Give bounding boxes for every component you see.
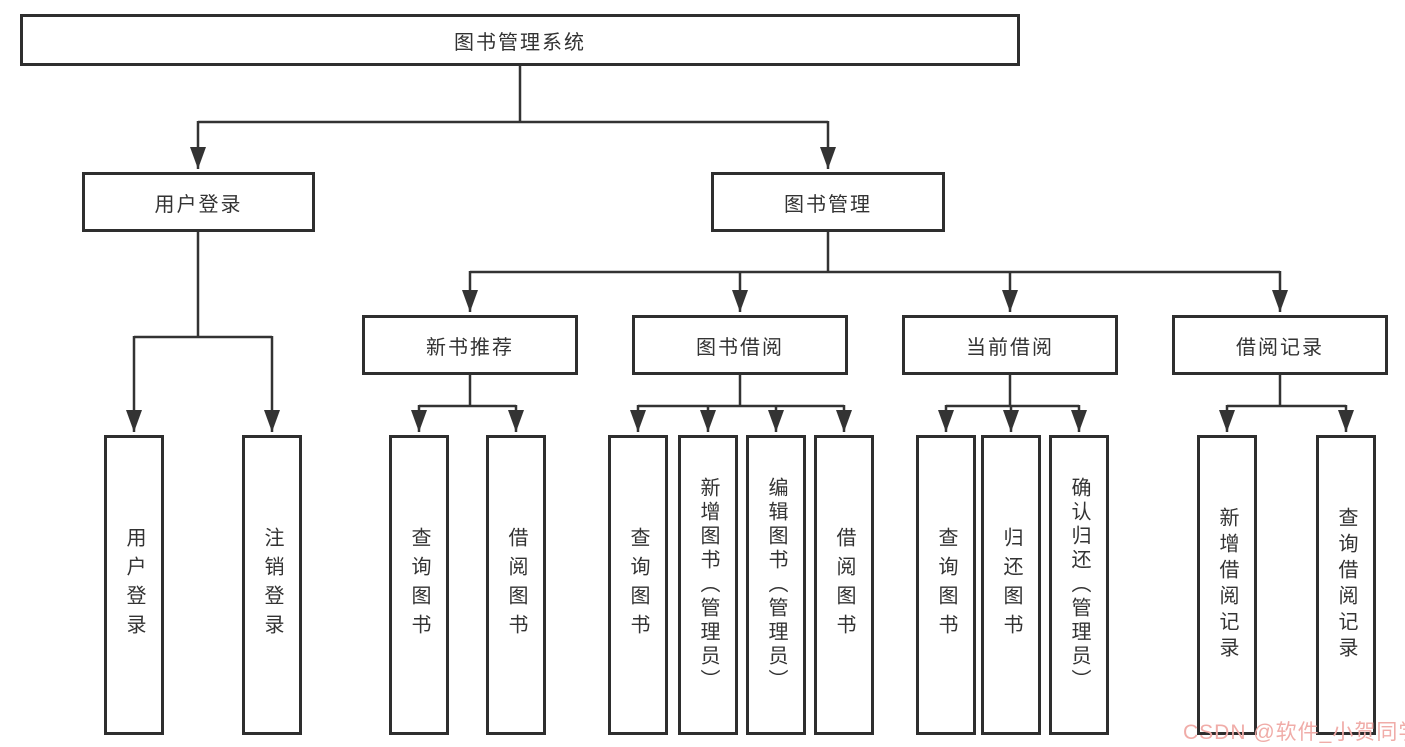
node-book-borrow: 图书借阅 xyxy=(632,315,848,375)
node-book-management: 图书管理 xyxy=(711,172,945,232)
leaf-query-books-borrow: 查询图书 xyxy=(608,435,668,735)
csdn-watermark: CSDN @软件_小贺同学 xyxy=(1183,721,1405,744)
leaf-add-borrow-record: 新增借阅记录 xyxy=(1197,435,1257,735)
leaf-borrow-books-borrow: 借阅图书 xyxy=(814,435,874,735)
leaf-confirm-return-admin: 确认归还（管理员） xyxy=(1049,435,1109,735)
leaf-add-books-admin: 新增图书（管理员） xyxy=(678,435,738,735)
leaf-borrow-books-recommend: 借阅图书 xyxy=(486,435,546,735)
node-borrow-records: 借阅记录 xyxy=(1172,315,1388,375)
leaf-return-books: 归还图书 xyxy=(981,435,1041,735)
leaf-edit-books-admin: 编辑图书（管理员） xyxy=(746,435,806,735)
leaf-query-borrow-record: 查询借阅记录 xyxy=(1316,435,1376,735)
leaf-user-login: 用户登录 xyxy=(104,435,164,735)
node-current-borrow: 当前借阅 xyxy=(902,315,1118,375)
node-root: 图书管理系统 xyxy=(20,14,1020,66)
leaf-query-books-current: 查询图书 xyxy=(916,435,976,735)
leaf-query-books-recommend: 查询图书 xyxy=(389,435,449,735)
node-user-login: 用户登录 xyxy=(82,172,315,232)
node-new-book-recommend: 新书推荐 xyxy=(362,315,578,375)
leaf-logout-login: 注销登录 xyxy=(242,435,302,735)
